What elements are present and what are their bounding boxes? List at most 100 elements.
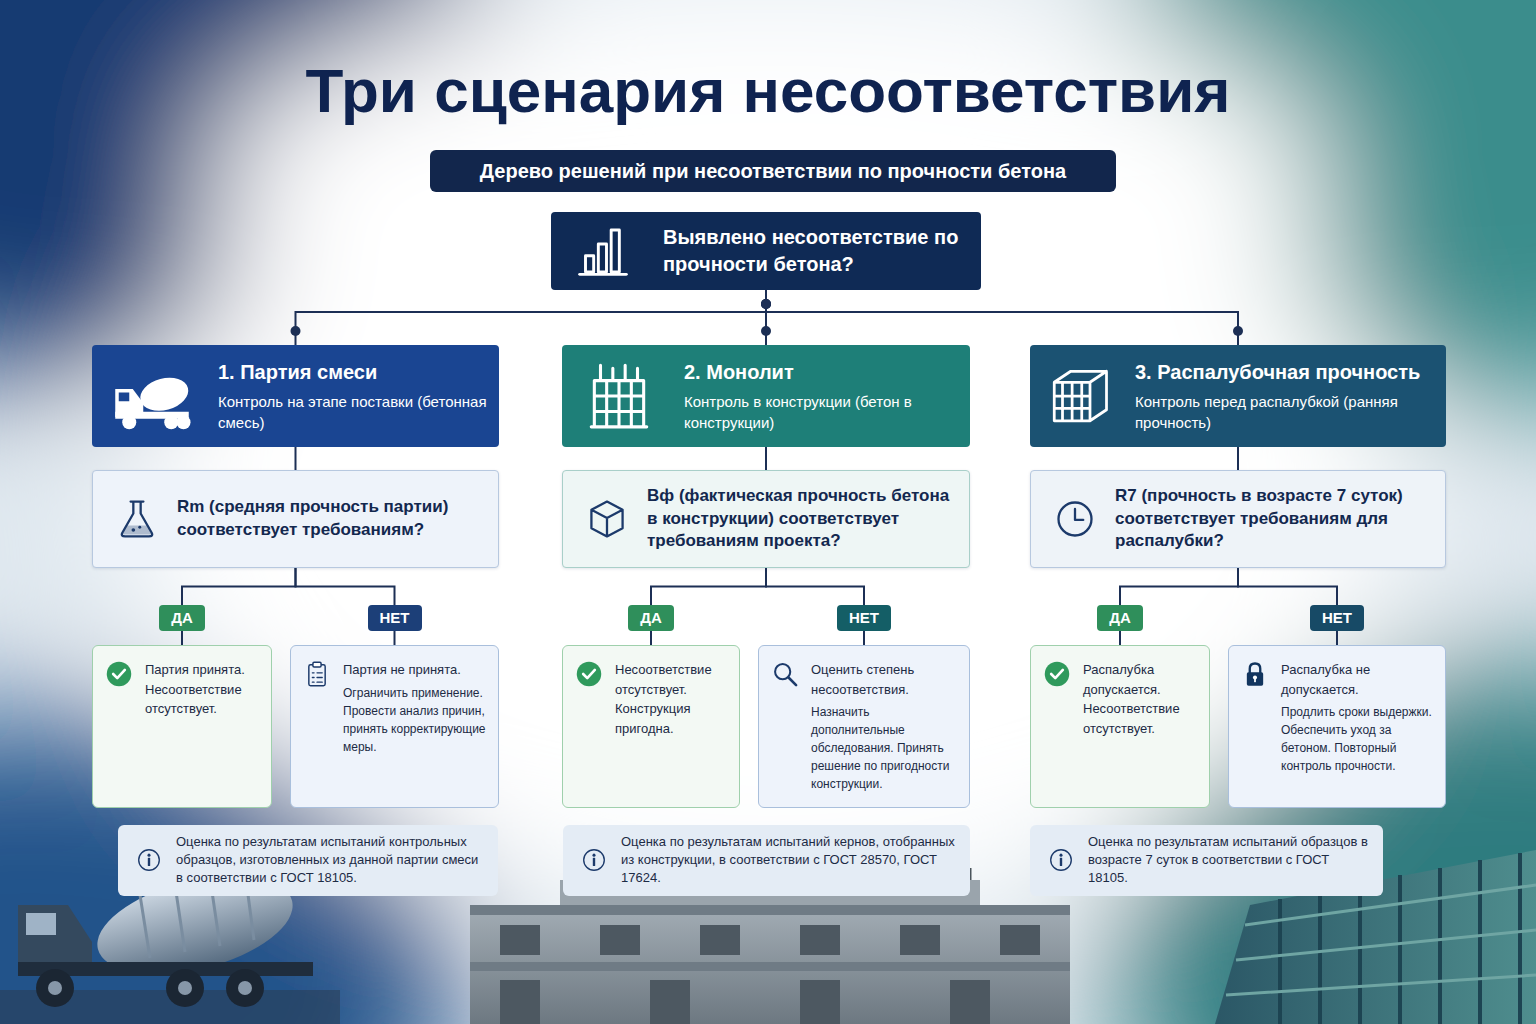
note-box: Оценка по результатам испытаний образцов… (1030, 825, 1383, 896)
building-illustration-part (1000, 925, 1040, 955)
answer-tag: ДА (159, 605, 205, 631)
building-illustration-part (470, 905, 1070, 1024)
node-label: Оценка по результатам испытаний кернов, … (621, 833, 958, 888)
connector-line (296, 568, 395, 605)
mixer-truck-illustration-part (226, 969, 264, 1007)
icon-check-part (113, 670, 125, 678)
answer-tag: ДА (628, 605, 674, 631)
node-body: Назначить дополнительные обследования. П… (811, 703, 959, 793)
icon-info-part (148, 858, 150, 866)
icon-clock-part (1059, 503, 1092, 536)
node-label: НЕТ (380, 609, 410, 627)
icon-lock-part (1250, 664, 1261, 673)
icon-truck (110, 354, 194, 438)
building-illustration-part (700, 925, 740, 955)
mixer-truck-illustration-part (238, 981, 252, 995)
icon-flask-part (123, 525, 151, 534)
icon-bars-part (598, 244, 606, 272)
icon-formwork (1046, 363, 1112, 429)
building-illustration-part (650, 980, 690, 1024)
node-label: 2. Монолит (684, 359, 958, 386)
note-box: Оценка по результатам испытаний кернов, … (563, 825, 970, 896)
scenario-header: 2. МонолитКонтроль в конструкции (бетон … (562, 345, 970, 447)
note-box: Оценка по результатам испытаний контроль… (118, 825, 498, 896)
node-label: Дерево решений при несоответствии по про… (442, 159, 1104, 184)
icon-building (582, 359, 656, 433)
icon-flask-part (132, 528, 136, 532)
connector-line (766, 290, 1238, 345)
icon-check-part (1051, 670, 1063, 678)
answer-tag: НЕТ (837, 605, 891, 631)
node-label: 3. Распалубочная прочность (1135, 359, 1434, 386)
scenario-header: 1. Партия смесиКонтроль на этапе поставк… (92, 345, 499, 447)
icon-info (581, 847, 607, 873)
icon-check (575, 660, 603, 688)
icon-clipboard-part (312, 673, 322, 682)
junction-dot (761, 299, 771, 309)
icon-info-part (593, 858, 595, 866)
node-label: 1. Партия смеси (218, 359, 487, 386)
node-label: R7 (прочность в возрасте 7 суток) соотве… (1115, 485, 1431, 554)
node-label: Вф (фактическая прочность бетона в конст… (647, 485, 955, 554)
building-illustration-part (600, 925, 640, 955)
node-body: Ограничить применение. Провести анализ п… (343, 684, 488, 756)
building-illustration-part (470, 962, 1070, 971)
node-label: Выявлено несоответствие по прочности бет… (663, 224, 965, 278)
icon-check (1043, 660, 1071, 688)
node-label: Партия принята. Несоответствие отсутству… (145, 660, 261, 719)
icon-building-part (591, 365, 647, 427)
icon-lock (1241, 660, 1269, 688)
connector-line (1120, 568, 1238, 605)
result-reject-box: Партия не принята.Ограничить применение.… (290, 645, 499, 808)
answer-tag: НЕТ (1310, 605, 1364, 631)
mixer-truck-illustration-part (178, 981, 192, 995)
icon-truck-part (122, 415, 136, 429)
icon-truck-part (164, 415, 178, 429)
icon-truck-part (119, 393, 130, 402)
decision-box: R7 (прочность в возрасте 7 суток) соотве… (1030, 470, 1446, 568)
icon-info-part (139, 850, 160, 871)
mixer-truck-illustration-part (36, 969, 74, 1007)
node-label: Оценка по результатам испытаний контроль… (176, 833, 486, 888)
node-body: Контроль перед распалубкой (ранняя прочн… (1135, 392, 1434, 433)
node-body: Контроль на этапе поставки (бетонная сме… (218, 392, 487, 433)
junction-dot (1233, 326, 1243, 336)
connector-line (182, 568, 296, 605)
junction-dot (761, 326, 771, 336)
icon-check (105, 660, 133, 688)
scenario-header: 3. Распалубочная прочностьКонтроль перед… (1030, 345, 1446, 447)
icon-clipboard-part (309, 665, 325, 686)
connector-line (650, 631, 652, 645)
building-illustration-part (800, 980, 840, 1024)
icon-bars (575, 223, 631, 279)
result-accept-box: Несоответствие отсутствует. Конструкция … (562, 645, 740, 808)
decision-box: Rm (средняя прочность партии) соответств… (92, 470, 499, 568)
building-illustration-part (470, 905, 1070, 915)
node-label: НЕТ (1322, 609, 1352, 627)
icon-check-part (1045, 662, 1070, 687)
building-illustration-part (950, 980, 990, 1024)
icon-cube-part (591, 502, 622, 537)
connector-group (182, 290, 1337, 645)
result-accept-box: Партия принята. Несоответствие отсутству… (92, 645, 272, 808)
icon-magnifier (771, 660, 799, 688)
junction-group (291, 299, 1244, 336)
diagram-title: Три сценария несоответствия (0, 54, 1536, 128)
icon-bars-part (586, 256, 594, 272)
icon-info-part (584, 850, 605, 871)
icon-magnifier-part (789, 678, 797, 686)
icon-info-part (147, 854, 150, 857)
icon-bars-part (611, 230, 619, 272)
icon-flask-part (138, 526, 141, 529)
result-accept-box: Распалубка допускается. Несоответствие о… (1030, 645, 1210, 808)
connector-line (295, 447, 297, 470)
node-body: Контроль в конструкции (бетон в конструк… (684, 392, 958, 433)
node-label: Распалубка не допускается. (1281, 660, 1435, 699)
connector-line (1119, 631, 1121, 645)
icon-truck-part (177, 415, 191, 429)
icon-info-part (1060, 858, 1062, 866)
root-question-box: Выявлено несоответствие по прочности бет… (551, 212, 981, 290)
